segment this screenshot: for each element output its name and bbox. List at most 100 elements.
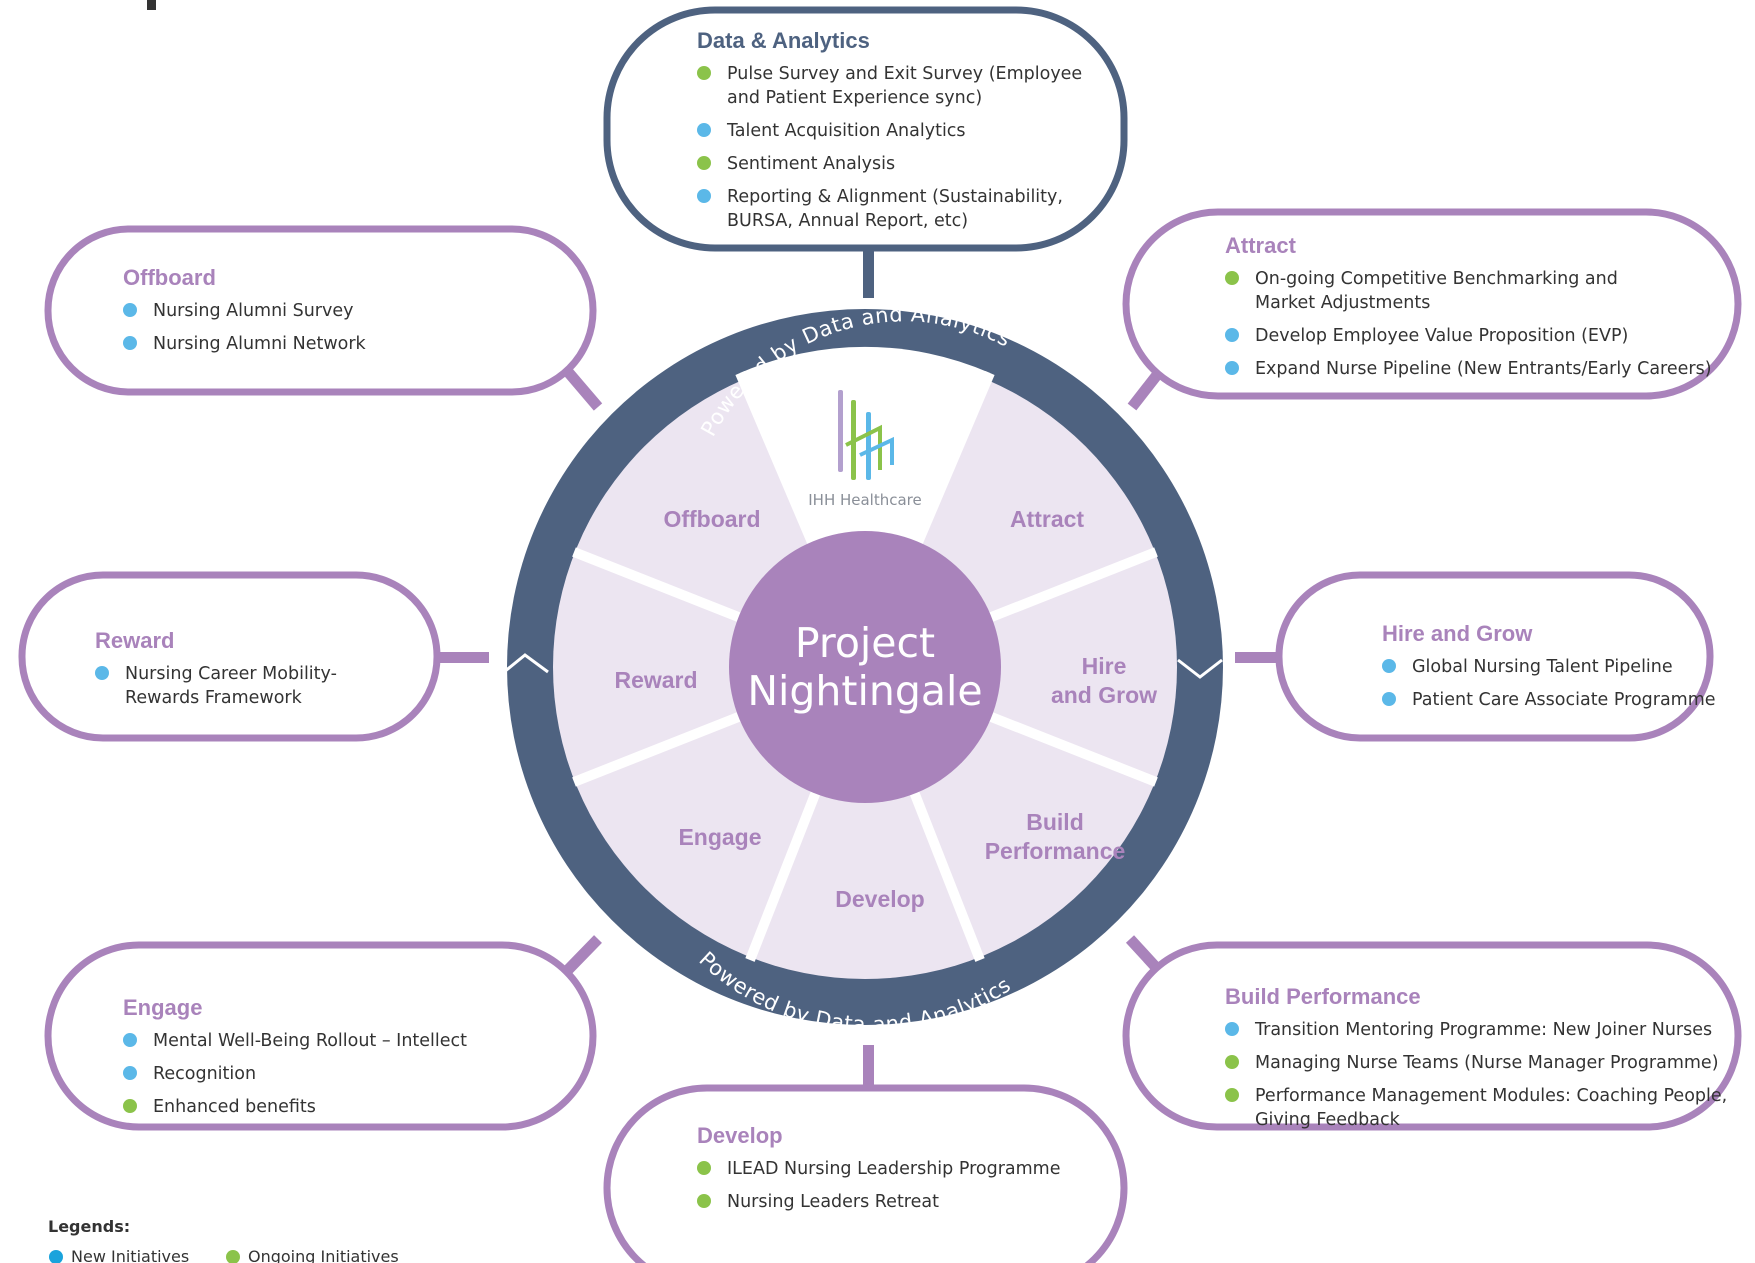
new-initiative-dot — [1225, 1022, 1239, 1036]
panel-item-text: Patient Care Associate Programme — [1412, 690, 1716, 710]
ongoing-initiative-dot — [697, 1161, 711, 1175]
segment-develop: Develop — [835, 886, 924, 912]
panel-develop-border — [603, 1084, 1128, 1263]
new-initiative-dot — [697, 123, 711, 137]
panel-engage-border — [44, 941, 597, 1131]
corner-mark — [147, 0, 156, 10]
panel-item-text: Pulse Survey and Exit Survey (Employee — [727, 64, 1082, 84]
panel-item-text: Giving Feedback — [1255, 1110, 1401, 1130]
new-initiative-dot — [95, 666, 109, 680]
connector-engage — [559, 935, 602, 979]
panel-data-analytics-border — [603, 6, 1128, 252]
panel-item-text: Recognition — [153, 1064, 256, 1084]
panel-item-text: On-going Competitive Benchmarking and — [1255, 269, 1618, 289]
panel-outlines — [18, 6, 1742, 1263]
connector-data-analytics — [863, 244, 874, 298]
panel-reward-border — [18, 571, 441, 742]
ongoing-initiative-dot — [1225, 1088, 1239, 1102]
panel-item-text: Enhanced benefits — [153, 1097, 316, 1117]
panel-title: Hire and Grow — [1382, 621, 1533, 646]
segment-attract: Attract — [1010, 506, 1084, 532]
panel-attract-border — [1122, 208, 1742, 400]
panel-item-text: Develop Employee Value Proposition (EVP) — [1255, 326, 1628, 346]
wheel — [503, 309, 1223, 1025]
panel-build-performance-border — [1122, 941, 1742, 1131]
ongoing-initiative-dot — [697, 156, 711, 170]
panel-title: Reward — [95, 628, 174, 653]
panel-item-text: Market Adjustments — [1255, 293, 1430, 313]
segment-hire-line2: and Grow — [1051, 682, 1157, 708]
legend-new-dot — [49, 1250, 63, 1263]
panel-item-text: Nursing Alumni Network — [153, 334, 367, 354]
panel-title: Attract — [1225, 233, 1297, 258]
new-initiative-dot — [697, 189, 711, 203]
legend-ongoing-label: Ongoing Initiatives — [248, 1247, 399, 1263]
panel-title: Develop — [697, 1123, 783, 1148]
connectors — [435, 244, 1289, 1099]
new-initiative-dot — [1225, 328, 1239, 342]
panel-offboard-border — [44, 225, 597, 396]
panel-title: Build Performance — [1225, 984, 1421, 1009]
panel-title: Offboard — [123, 265, 216, 290]
panel-item-text: Reporting & Alignment (Sustainability, — [727, 187, 1063, 207]
new-initiative-dot — [123, 1033, 137, 1047]
segment-engage: Engage — [678, 824, 761, 850]
segment-build-line1: Build — [1026, 809, 1084, 835]
logo-text: IHH Healthcare — [808, 491, 922, 509]
panel-item-text: Global Nursing Talent Pipeline — [1412, 657, 1673, 677]
ongoing-initiative-dot — [123, 1099, 137, 1113]
legend-ongoing-dot — [226, 1250, 240, 1263]
panel-item-text: BURSA, Annual Report, etc) — [727, 211, 968, 231]
segment-build-line2: Performance — [985, 838, 1126, 864]
segment-hire-line1: Hire — [1082, 653, 1127, 679]
new-initiative-dot — [123, 303, 137, 317]
legend-new-label: New Initiatives — [71, 1247, 189, 1263]
panel-title: Data & Analytics — [697, 28, 870, 53]
panel-item-text: and Patient Experience sync) — [727, 88, 982, 108]
panel-item-text: Nursing Alumni Survey — [153, 301, 353, 321]
ongoing-initiative-dot — [697, 66, 711, 80]
panel-item-text: Managing Nurse Teams (Nurse Manager Prog… — [1255, 1053, 1719, 1073]
ring-notch-right — [1177, 658, 1223, 679]
panel-item-text: Sentiment Analysis — [727, 154, 895, 174]
panel-item-text: Mental Well-Being Rollout – Intellect — [153, 1031, 467, 1051]
connector-reward — [435, 652, 489, 663]
top-white-segment — [740, 346, 990, 667]
connector-hire-grow — [1235, 652, 1289, 663]
panel-title: Engage — [123, 995, 202, 1020]
panel-item-text: Expand Nurse Pipeline (New Entrants/Earl… — [1255, 359, 1712, 379]
panel-item-text: Performance Management Modules: Coaching… — [1255, 1086, 1727, 1106]
ongoing-initiative-dot — [697, 1194, 711, 1208]
center-circle — [729, 531, 1001, 803]
ongoing-initiative-dot — [1225, 1055, 1239, 1069]
panel-item-text: Nursing Leaders Retreat — [727, 1192, 939, 1212]
new-initiative-dot — [123, 1066, 137, 1080]
legend-title: Legends: — [48, 1217, 130, 1236]
panel-item-text: Nursing Career Mobility- — [125, 664, 337, 684]
connector-develop — [863, 1045, 874, 1099]
panel-item-text: Transition Mentoring Programme: New Join… — [1254, 1020, 1712, 1040]
segment-offboard: Offboard — [663, 506, 760, 532]
ring-notch-left — [503, 653, 549, 674]
center-title-line1: Project — [795, 619, 935, 667]
ongoing-initiative-dot — [1225, 271, 1239, 285]
ihh-logo — [838, 390, 894, 480]
new-initiative-dot — [1382, 659, 1396, 673]
panel-item-text: Rewards Framework — [125, 688, 303, 708]
panel-item-text: Talent Acquisition Analytics — [726, 121, 966, 141]
center-title-line2: Nightingale — [747, 667, 982, 715]
new-initiative-dot — [123, 336, 137, 350]
legend: Legends: New Initiatives Ongoing Initiativ… — [48, 1217, 399, 1263]
panel-item-text: ILEAD Nursing Leadership Programme — [727, 1159, 1061, 1179]
new-initiative-dot — [1382, 692, 1396, 706]
new-initiative-dot — [1225, 361, 1239, 375]
